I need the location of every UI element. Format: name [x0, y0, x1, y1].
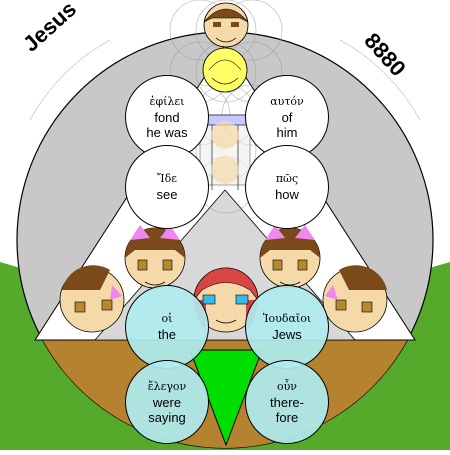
english-line: fond	[154, 109, 180, 125]
english-line: fore	[275, 409, 299, 425]
english-line: were	[152, 394, 182, 410]
greek-word: ἔλεγον	[147, 379, 187, 393]
english-line: the	[157, 327, 177, 342]
english-line: how	[275, 187, 299, 202]
english-line: of	[281, 109, 293, 125]
word-circle-elegon: ἔλεγον were saying	[125, 360, 209, 444]
right-side-head	[322, 265, 388, 333]
english-line: he was	[146, 124, 188, 140]
greek-word: οἱ	[161, 312, 173, 325]
word-circle-oun: οὖν there- fore	[245, 360, 329, 444]
word-circle-hoi: οἱ the	[125, 285, 209, 369]
greek-word: οὖν	[277, 379, 297, 393]
left-upper-head	[124, 225, 186, 289]
right-upper-head	[259, 225, 321, 289]
yellow-halo	[202, 47, 248, 93]
greek-word: αυτόν	[270, 94, 304, 108]
center-column-knots	[211, 121, 239, 184]
word-circle-efilei: ἐφίλει fond he was	[125, 75, 209, 159]
greek-word: πῶς	[275, 172, 299, 185]
word-circle-pos: πῶς how	[245, 145, 329, 229]
top-head	[203, 2, 249, 48]
greek-word: ἐφίλει	[149, 94, 185, 108]
left-side-head	[59, 265, 125, 333]
greek-word: Ἰουδαῖοι	[262, 312, 312, 325]
english-line: saying	[148, 409, 186, 425]
english-line: him	[276, 124, 298, 140]
right-arc-decor	[339, 39, 421, 121]
greek-word: Ἴδε	[157, 172, 177, 185]
left-arc-decor	[29, 39, 111, 121]
word-circle-ide: Ἴδε see	[125, 145, 209, 229]
english-line: there-	[270, 394, 304, 410]
english-line: see	[156, 187, 178, 202]
english-line: Jews	[272, 327, 302, 342]
word-circle-ioudaioi: Ἰουδαῖοι Jews	[245, 285, 329, 369]
